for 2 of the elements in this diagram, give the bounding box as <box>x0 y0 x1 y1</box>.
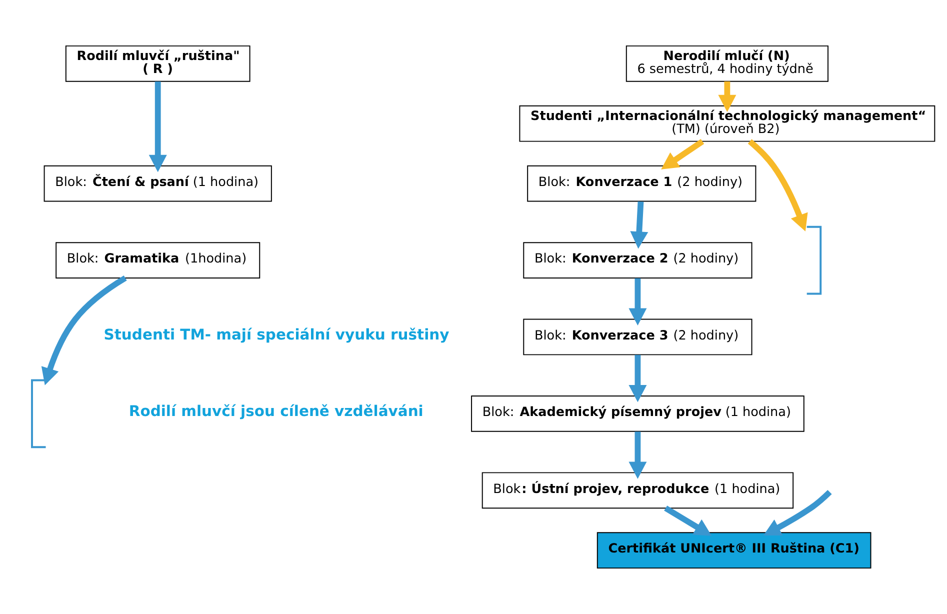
label: Rodilí mluvčí jsou cíleně vzděláváni <box>128 403 424 420</box>
label: Studenti TM- mají speciální vyuku ruštiny <box>104 326 450 344</box>
